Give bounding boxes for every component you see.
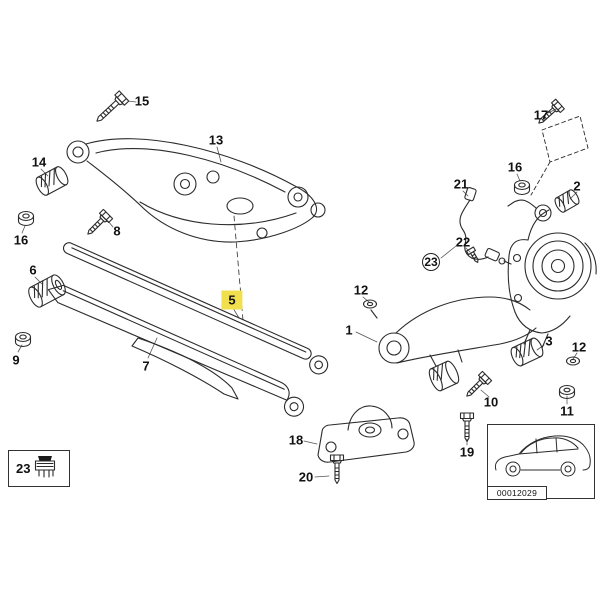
part-label-21[interactable]: 21 [453, 176, 469, 192]
car-silhouette-icon [494, 435, 591, 477]
part-13-upper-control-arm [66, 138, 326, 321]
wheel-carrier [507, 199, 597, 349]
part-label-6[interactable]: 6 [29, 262, 37, 278]
part-2-bushing [554, 189, 580, 213]
part-5-track-strut [62, 242, 329, 375]
part-7-blade [131, 337, 239, 400]
part-18-bracket [317, 405, 415, 463]
part-14-bushing [35, 166, 69, 196]
part-label-11[interactable]: 11 [560, 403, 574, 419]
part-label-16[interactable]: 16 [507, 159, 523, 175]
part-7-lower-strut [47, 284, 305, 417]
electrical-connector-icon [34, 456, 56, 478]
part-label-20[interactable]: 20 [298, 469, 314, 485]
part-17-bolt [530, 98, 589, 196]
part-label-17[interactable]: 17 [533, 107, 549, 123]
part-label-23[interactable]: 23 [422, 253, 440, 271]
part-1-trailing-arm [370, 296, 537, 392]
diagram-code: 00012029 [487, 486, 547, 500]
part-label-3[interactable]: 3 [545, 333, 553, 349]
legend-box: 23 [8, 450, 70, 487]
legend-part-number: 23 [16, 461, 31, 476]
part-label-12[interactable]: 12 [571, 339, 587, 355]
part-label-1[interactable]: 1 [345, 322, 353, 338]
part-label-2[interactable]: 2 [573, 178, 581, 194]
part-label-14[interactable]: 14 [31, 154, 47, 170]
part-label-16[interactable]: 16 [13, 232, 29, 248]
part-3-bushing [510, 337, 544, 367]
part-label-19[interactable]: 19 [459, 444, 475, 460]
part-label-5[interactable]: 5 [221, 290, 243, 310]
part-label-10[interactable]: 10 [483, 394, 499, 410]
part-label-18[interactable]: 18 [288, 432, 304, 448]
part-21-abs-cable [459, 187, 512, 265]
part-label-7[interactable]: 7 [142, 358, 150, 374]
part-11-washer [558, 384, 576, 400]
part-label-9[interactable]: 9 [12, 352, 20, 368]
part-label-13[interactable]: 13 [208, 132, 224, 148]
part-label-12[interactable]: 12 [353, 282, 369, 298]
part-label-15[interactable]: 15 [134, 93, 150, 109]
part-6-bushing [28, 274, 66, 308]
part-label-8[interactable]: 8 [113, 223, 121, 239]
part-label-22[interactable]: 22 [455, 234, 471, 250]
